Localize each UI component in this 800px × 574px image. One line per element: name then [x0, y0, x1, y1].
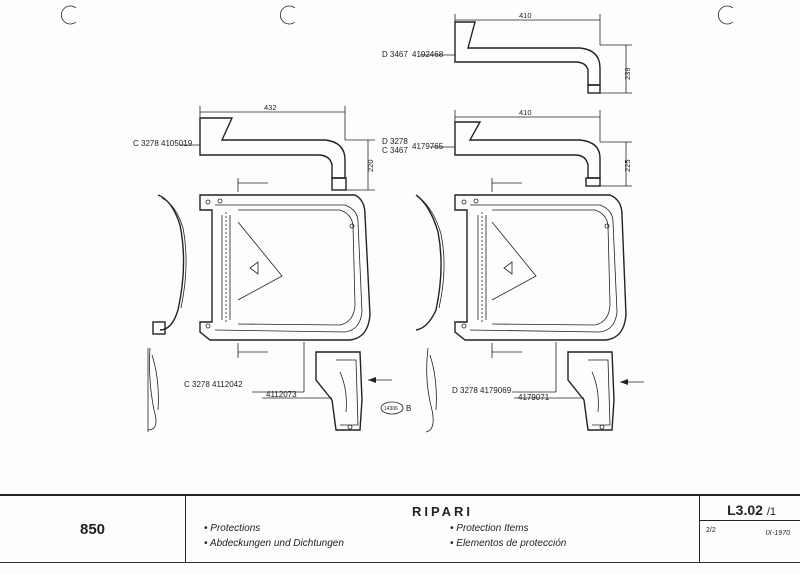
- part-number-4179071: 4179071: [518, 393, 550, 402]
- reference-cell: L3.02 /1 2/2 IX-1970: [700, 496, 800, 562]
- title-block: 850 RIPARI • Protections • Abdeckungen u…: [0, 494, 800, 563]
- part-4179765-drawing: [430, 110, 632, 187]
- dim-mid-right-height: 225: [623, 159, 632, 172]
- part-number-4105019: 4105019: [161, 139, 193, 148]
- item-de: • Abdeckungen und Dichtungen: [204, 538, 344, 549]
- model-number: 850: [0, 496, 186, 562]
- page-indicator: 2/2: [706, 527, 716, 534]
- dim-left-height: 220: [366, 159, 375, 172]
- reference-code-main: L3.02: [727, 502, 763, 518]
- part-number-4192468: 4192468: [412, 50, 444, 59]
- part-code-top-right: D 3467: [382, 50, 408, 59]
- part-code-lower-left: C 3278: [184, 380, 210, 389]
- title-cell: RIPARI • Protections • Abdeckungen und D…: [186, 496, 700, 562]
- part-number-4179069: 4179069: [480, 386, 512, 395]
- dim-top-right-width: 410: [519, 11, 532, 20]
- dim-top-right-height: 239: [623, 67, 632, 80]
- stamp-letter: B: [406, 404, 411, 413]
- part-4192468-drawing: [420, 14, 632, 94]
- item-en: • Protection Items: [450, 523, 529, 534]
- dim-left-width: 432: [264, 103, 277, 112]
- reference-sheet: /1: [766, 506, 776, 518]
- technical-drawing: 410 239 D 3467 4192468 432 220 C 3278 41…: [61, 5, 734, 433]
- section-title: RIPARI: [411, 504, 474, 519]
- reference-divider: [700, 520, 800, 521]
- stamp-number: 14306: [384, 406, 398, 412]
- part-number-4112042: 4112042: [212, 380, 243, 389]
- part-4105019-drawing: [180, 106, 375, 191]
- reference-code: L3.02 /1: [727, 502, 776, 518]
- left-door-panel-drawing: [147, 178, 371, 432]
- right-door-panel-drawing: [415, 178, 627, 433]
- part-number-4112073: 4112073: [266, 390, 297, 399]
- right-bracket-drawing: [512, 342, 644, 431]
- issue-date: IX-1970: [765, 530, 790, 537]
- item-es: • Elementos de protección: [450, 538, 567, 549]
- left-bracket-drawing: [252, 342, 404, 431]
- part-code-mid-right-a: D 3278: [382, 137, 408, 146]
- dim-mid-right-width: 410: [519, 108, 532, 117]
- item-fr: • Protections: [204, 523, 261, 534]
- part-code-lower-right: D 3278: [452, 386, 478, 395]
- part-code-mid-right-b: C 3467: [382, 146, 408, 155]
- part-number-4179765: 4179765: [412, 142, 444, 151]
- binder-holes: [61, 5, 734, 25]
- part-code-upper-left: C 3278: [133, 139, 159, 148]
